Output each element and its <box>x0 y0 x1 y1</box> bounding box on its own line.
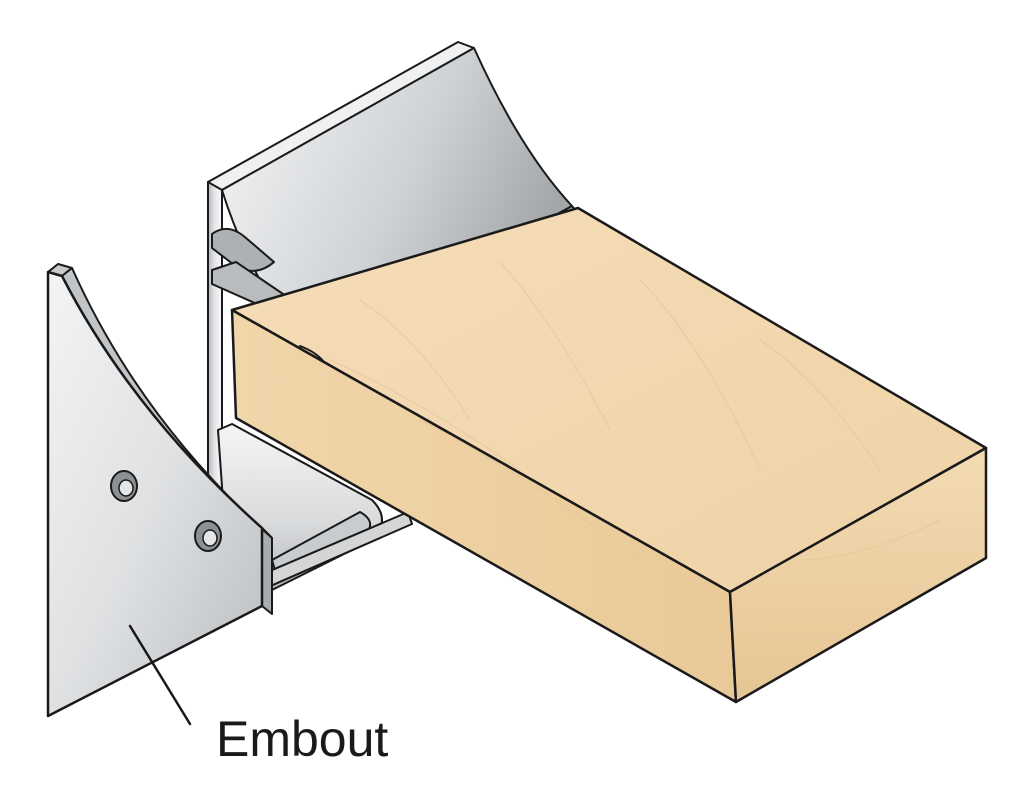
screw-hole-upper <box>110 470 138 502</box>
shelf-end-face <box>728 446 988 704</box>
callout-label-embout: Embout <box>216 711 388 767</box>
wood-grain <box>329 261 941 561</box>
endcap-face <box>46 270 264 718</box>
wood-shelf-panel <box>230 206 988 704</box>
profile-cove-front-edge <box>299 345 325 363</box>
callout-leader-line <box>128 624 192 726</box>
embout-callout: Embout <box>128 624 388 767</box>
endcap-thickness-edge <box>261 527 273 615</box>
endcap-part <box>46 263 273 718</box>
screw-hole-lower <box>194 520 222 552</box>
